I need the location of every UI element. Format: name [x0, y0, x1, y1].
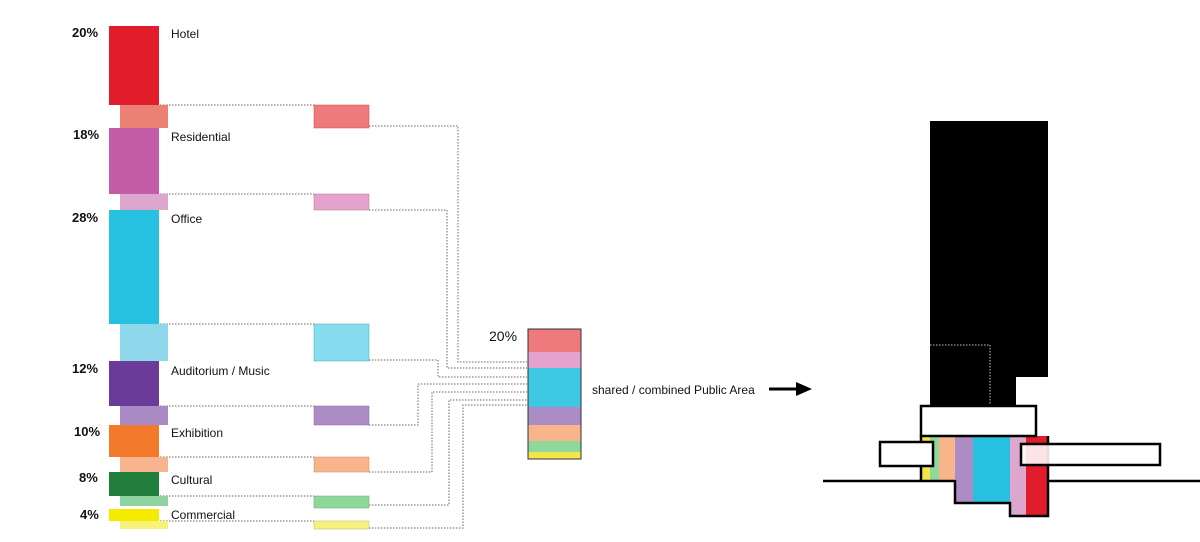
public-share-bar [120, 496, 168, 506]
public-share-swatch [313, 456, 370, 473]
public-share-swatch [313, 520, 370, 530]
percent-label: 4% [80, 507, 99, 522]
main-bar [109, 425, 159, 457]
category-label: Office [171, 212, 202, 226]
shared-segment-office [528, 368, 581, 407]
right-arrow-icon [769, 382, 812, 396]
public-share-bar [120, 194, 168, 210]
connector-lines [160, 104, 527, 529]
public-share-swatch [313, 104, 370, 129]
public-share-bar [120, 521, 168, 529]
public-share-bar [120, 457, 168, 472]
public-share-bar [120, 324, 168, 361]
category-hotel: 20% Hotel [72, 25, 370, 129]
main-bar [109, 128, 159, 194]
podium-stripe [930, 436, 939, 480]
percent-label: 28% [72, 210, 98, 225]
category-label: Exhibition [171, 426, 223, 440]
public-share-swatch [313, 193, 370, 211]
category-label: Residential [171, 130, 230, 144]
podium-stripe [939, 436, 955, 480]
slab-box-upper [919, 404, 1038, 438]
category-label: Commercial [171, 508, 235, 522]
category-label: Cultural [171, 473, 212, 487]
public-share-bar [120, 105, 168, 128]
main-bar [109, 509, 159, 521]
slab-box-right [1019, 442, 1162, 467]
tower-block [930, 121, 1048, 406]
podium-stripe [955, 436, 973, 502]
percent-label: 10% [74, 424, 100, 439]
percent-label: 20% [72, 25, 98, 40]
main-bar [109, 26, 159, 105]
shared-segment-exhibition [528, 425, 581, 441]
main-bar [109, 472, 159, 496]
building-section [823, 121, 1200, 518]
shared-segment-commercial [528, 452, 581, 459]
shared-segment-hotel [528, 329, 581, 352]
category-cultural: 8% Cultural [79, 470, 370, 509]
slab-box-left [878, 440, 935, 468]
shared-public-stack: 20% shared / combined Public Area [489, 328, 755, 460]
percent-label: 12% [72, 361, 98, 376]
tower-dotted-outline [930, 344, 991, 406]
category-commercial: 4% Commercial [80, 507, 370, 530]
shared-segment-cultural [528, 441, 581, 452]
podium-stripe [973, 436, 1010, 502]
category-residential: 18% Residential [73, 127, 370, 211]
shared-percent-label: 20% [489, 328, 517, 344]
category-label: Auditorium / Music [171, 364, 270, 378]
main-bar [109, 210, 159, 324]
category-exhibition: 10% Exhibition [74, 424, 370, 473]
public-share-bar [120, 406, 168, 425]
category-office: 28% Office [72, 210, 370, 362]
main-bar [109, 361, 159, 406]
public-share-swatch [313, 495, 370, 509]
public-share-swatch [313, 323, 370, 362]
shared-segment-auditorium [528, 407, 581, 425]
percent-label: 18% [73, 127, 99, 142]
percent-label: 8% [79, 470, 98, 485]
category-label: Hotel [171, 27, 199, 41]
shared-segment-residential [528, 352, 581, 368]
shared-area-label: shared / combined Public Area [592, 383, 755, 397]
public-share-swatch [313, 405, 370, 426]
shared-stack-outline [527, 328, 582, 460]
category-auditorium: 12% Auditorium / Music [72, 361, 370, 426]
